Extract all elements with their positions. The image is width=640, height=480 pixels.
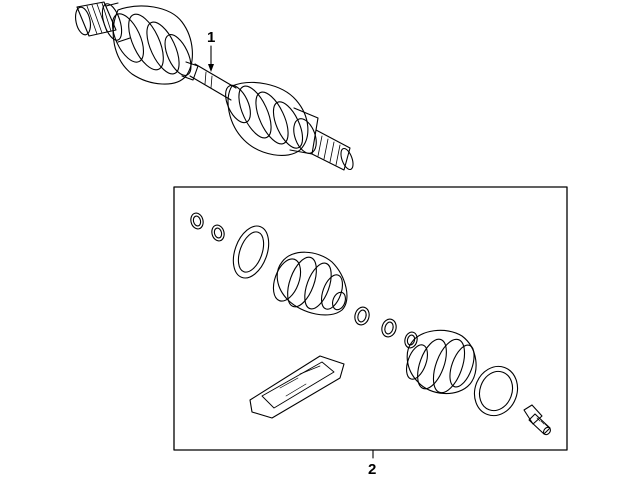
inner-joint-collar: [101, 2, 131, 43]
grease-packet: [249, 355, 345, 419]
boot-clamp-small-1: [354, 306, 370, 326]
outer-joint-housing: [289, 107, 319, 155]
outer-spline-stub: [311, 129, 354, 171]
axle-bolt: [523, 404, 551, 436]
boot-kit-group: [173, 186, 568, 451]
inner-boot-part: [272, 251, 348, 316]
callout-1-leader: [208, 45, 214, 72]
inner-spline-stub: [75, 1, 117, 37]
boot-clamp-outer: [473, 365, 519, 417]
snap-ring-1: [190, 212, 204, 230]
axle-shaft-assembly: [75, 1, 354, 171]
snap-ring-2: [211, 224, 225, 242]
boot-clamp-small-2: [381, 318, 397, 338]
axle-shaft-bar: [189, 63, 237, 101]
inner-boot: [111, 5, 199, 85]
boot-clamp-large: [232, 225, 270, 279]
outer-boot: [225, 81, 309, 156]
callout-label-2: 2: [368, 461, 377, 478]
outer-boot-part: [405, 329, 477, 395]
boot-kit-frame: [173, 186, 568, 451]
callout-label-1: 1: [207, 29, 216, 46]
